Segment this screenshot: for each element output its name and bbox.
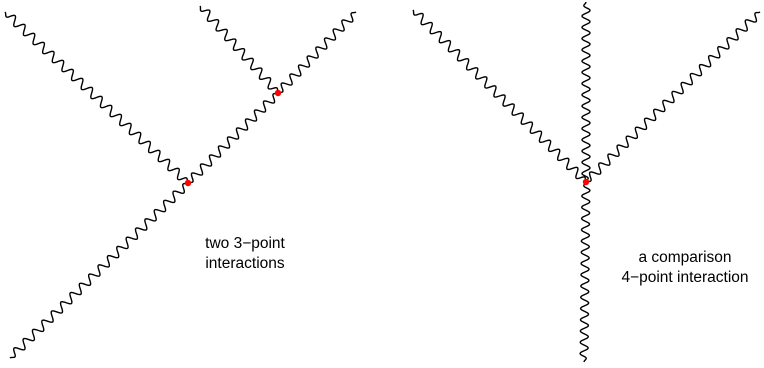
left-caption-line-1: two 3−point xyxy=(205,235,285,252)
vertex-4-point xyxy=(582,178,590,186)
right-caption-line-2: 4−point interaction xyxy=(621,269,749,286)
left-diagram-two-3-point xyxy=(4,5,357,359)
propagator-vertical-top xyxy=(581,1,591,183)
propagator-top-branch xyxy=(199,5,279,94)
propagator-vertical-bottom xyxy=(579,181,591,363)
propagator-upper-right xyxy=(585,11,761,183)
right-caption-line-1: a comparison xyxy=(638,249,732,266)
vertex-upper xyxy=(274,89,282,97)
vertex-lower xyxy=(184,179,192,187)
propagator-internal xyxy=(187,92,279,184)
propagator-upper-left xyxy=(412,9,587,183)
propagator-upper-left xyxy=(4,11,189,184)
propagator-lower-left xyxy=(9,182,189,359)
propagator-upper-right xyxy=(277,11,357,94)
left-caption-line-2: interactions xyxy=(205,255,285,272)
right-diagram-4-point xyxy=(412,1,761,363)
right-caption: a comparison 4−point interaction xyxy=(600,248,764,288)
left-caption: two 3−point interactions xyxy=(175,234,315,274)
